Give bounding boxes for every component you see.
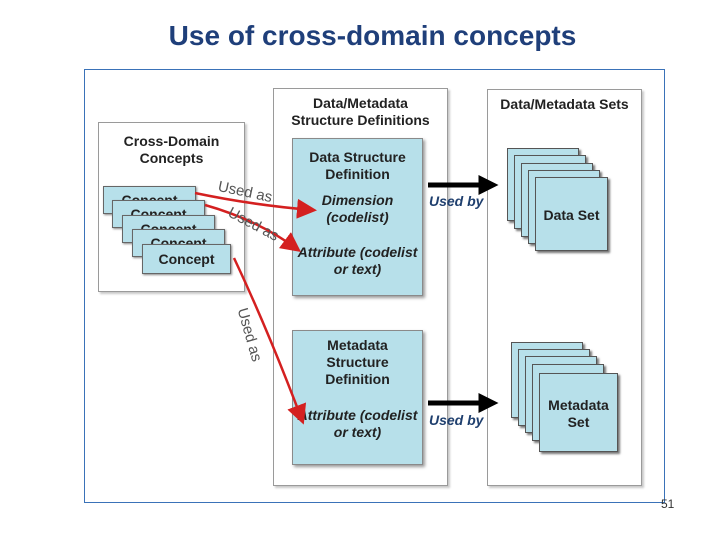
page-number: 51 bbox=[661, 497, 675, 511]
metadata-structure-definition-box: Metadata Structure Definition Attribute … bbox=[292, 330, 423, 465]
data-metadata-sets-title: Data/Metadata Sets bbox=[500, 96, 629, 112]
data-set-card: Data Set bbox=[535, 177, 608, 251]
dsd-title: Data Structure Definition bbox=[309, 149, 406, 182]
metadata-set-label: Metadata Set bbox=[548, 397, 609, 430]
cross-domain-concepts-title: Cross-Domain Concepts bbox=[123, 133, 220, 166]
dsd-attribute: Attribute (codelist or text) bbox=[297, 244, 418, 277]
msd-title: Metadata Structure Definition bbox=[325, 337, 390, 387]
data-structure-definition-box: Data Structure Definition Dimension (cod… bbox=[292, 138, 423, 296]
data-set-label: Data Set bbox=[543, 207, 600, 223]
used-by-label-data: Used by bbox=[429, 193, 484, 209]
metadata-set-card: Metadata Set bbox=[539, 373, 618, 452]
dsd-dimension: Dimension (codelist) bbox=[321, 192, 394, 225]
structure-definitions-title: Data/Metadata Structure Definitions bbox=[291, 95, 430, 128]
concept-card-5: Concept bbox=[142, 244, 231, 274]
used-by-label-metadata: Used by bbox=[429, 412, 484, 428]
slide-title: Use of cross-domain concepts bbox=[168, 20, 577, 51]
msd-attribute: Attribute (codelist or text) bbox=[297, 407, 418, 440]
